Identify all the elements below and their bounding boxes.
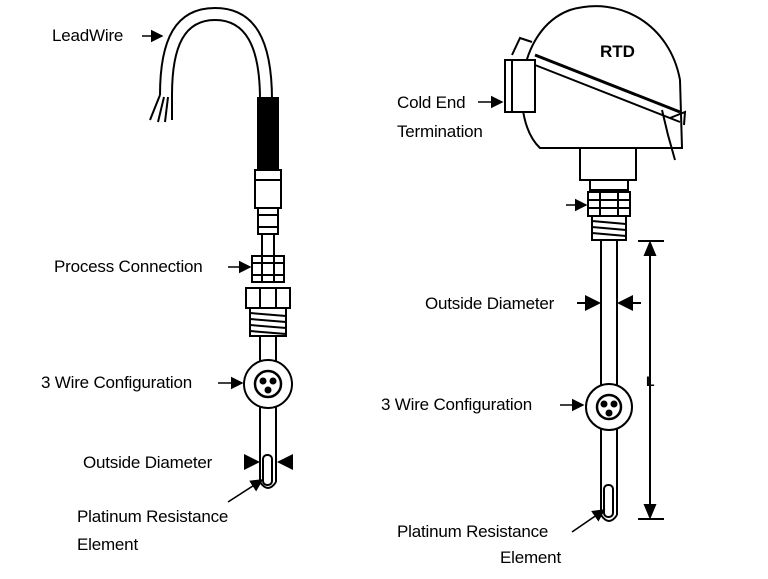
label-length: L	[646, 373, 655, 389]
lead-wire-ends	[149, 94, 173, 123]
label-process-connection: Process Connection	[54, 257, 203, 276]
label-element-left-1: Platinum Resistance	[77, 507, 229, 526]
strain-relief-boot	[257, 97, 279, 171]
label-cold-end-2: Termination	[397, 122, 483, 141]
hex-fitting	[245, 287, 291, 309]
label-outside-diameter-left: Outside Diameter	[83, 453, 213, 472]
process-connection-nut	[251, 255, 285, 283]
label-element-right-1: Platinum Resistance	[397, 522, 549, 541]
platinum-element-r	[603, 484, 614, 518]
label-outside-diameter-right: Outside Diameter	[425, 294, 555, 313]
platinum-element	[262, 454, 273, 486]
label-element-right-2: Element	[500, 548, 561, 567]
cable-gland	[504, 59, 536, 113]
label-wire-config-right: 3 Wire Configuration	[381, 395, 532, 414]
head-neck	[579, 147, 637, 181]
connection-head	[520, 5, 684, 149]
lead-wire-cable	[159, 6, 273, 101]
element-arrow-left	[227, 479, 264, 503]
right-probe	[504, 5, 687, 522]
label-element-left-2: Element	[77, 535, 138, 554]
left-probe	[149, 6, 293, 489]
head-nut	[589, 179, 629, 191]
element-arrow-right	[571, 509, 606, 533]
label-cold-end-1: Cold End	[397, 93, 466, 112]
label-lead-wire: LeadWire	[52, 26, 124, 45]
label-wire-config-left: 3 Wire Configuration	[41, 373, 192, 392]
label-rtd-head: RTD	[600, 42, 635, 61]
transition-tube	[254, 169, 282, 209]
